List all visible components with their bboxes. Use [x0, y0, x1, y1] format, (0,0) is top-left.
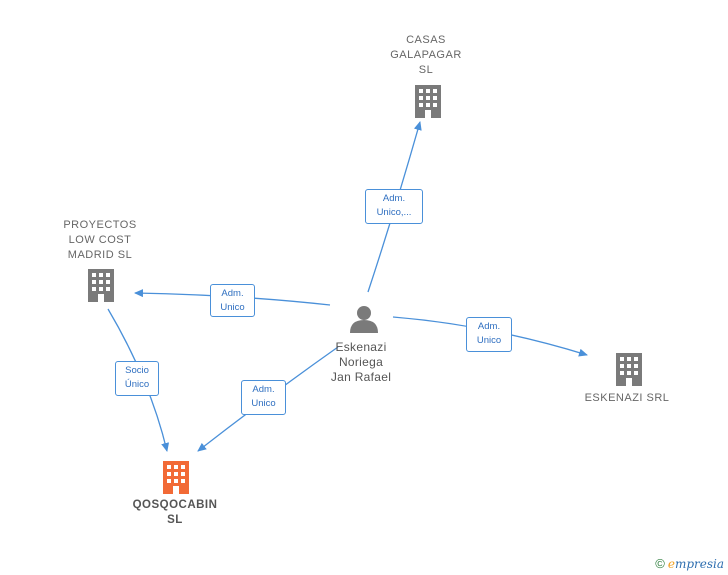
- edge-label-to-eskenazi: Adm. Unico: [466, 317, 512, 352]
- node-label-proyectos[interactable]: PROYECTOS LOW COST MADRID SL: [63, 219, 137, 261]
- edge-label-to-proyectos: Adm. Unico: [210, 284, 255, 317]
- node-label-person[interactable]: Eskenazi Noriega Jan Rafael: [330, 340, 392, 384]
- building-icon-qosqocabin[interactable]: [163, 461, 189, 494]
- person-icon[interactable]: [350, 306, 378, 333]
- edge-label-to-casas: Adm. Unico,...: [365, 189, 423, 224]
- node-label-casas[interactable]: CASAS GALAPAGAR SL: [390, 34, 462, 76]
- edge-label-proyectos-to-qosqocabin: Socio Único: [115, 361, 159, 396]
- copyright-icon: ©: [655, 556, 665, 571]
- building-icon-eskenazi[interactable]: [616, 353, 642, 386]
- empresia-logo[interactable]: ©empresia: [655, 556, 724, 571]
- edge-label-to-qosqocabin: Adm. Unico: [241, 380, 286, 415]
- node-label-eskenazi-srl[interactable]: ESKENAZI SRL: [584, 392, 670, 404]
- brand-name: mpresia: [674, 557, 724, 571]
- building-icon-casas[interactable]: [415, 85, 441, 118]
- brand-initial: e: [667, 557, 675, 571]
- node-label-qosqocabin[interactable]: QOSQOCABIN SL: [132, 499, 218, 526]
- building-icon-proyectos[interactable]: [88, 269, 114, 302]
